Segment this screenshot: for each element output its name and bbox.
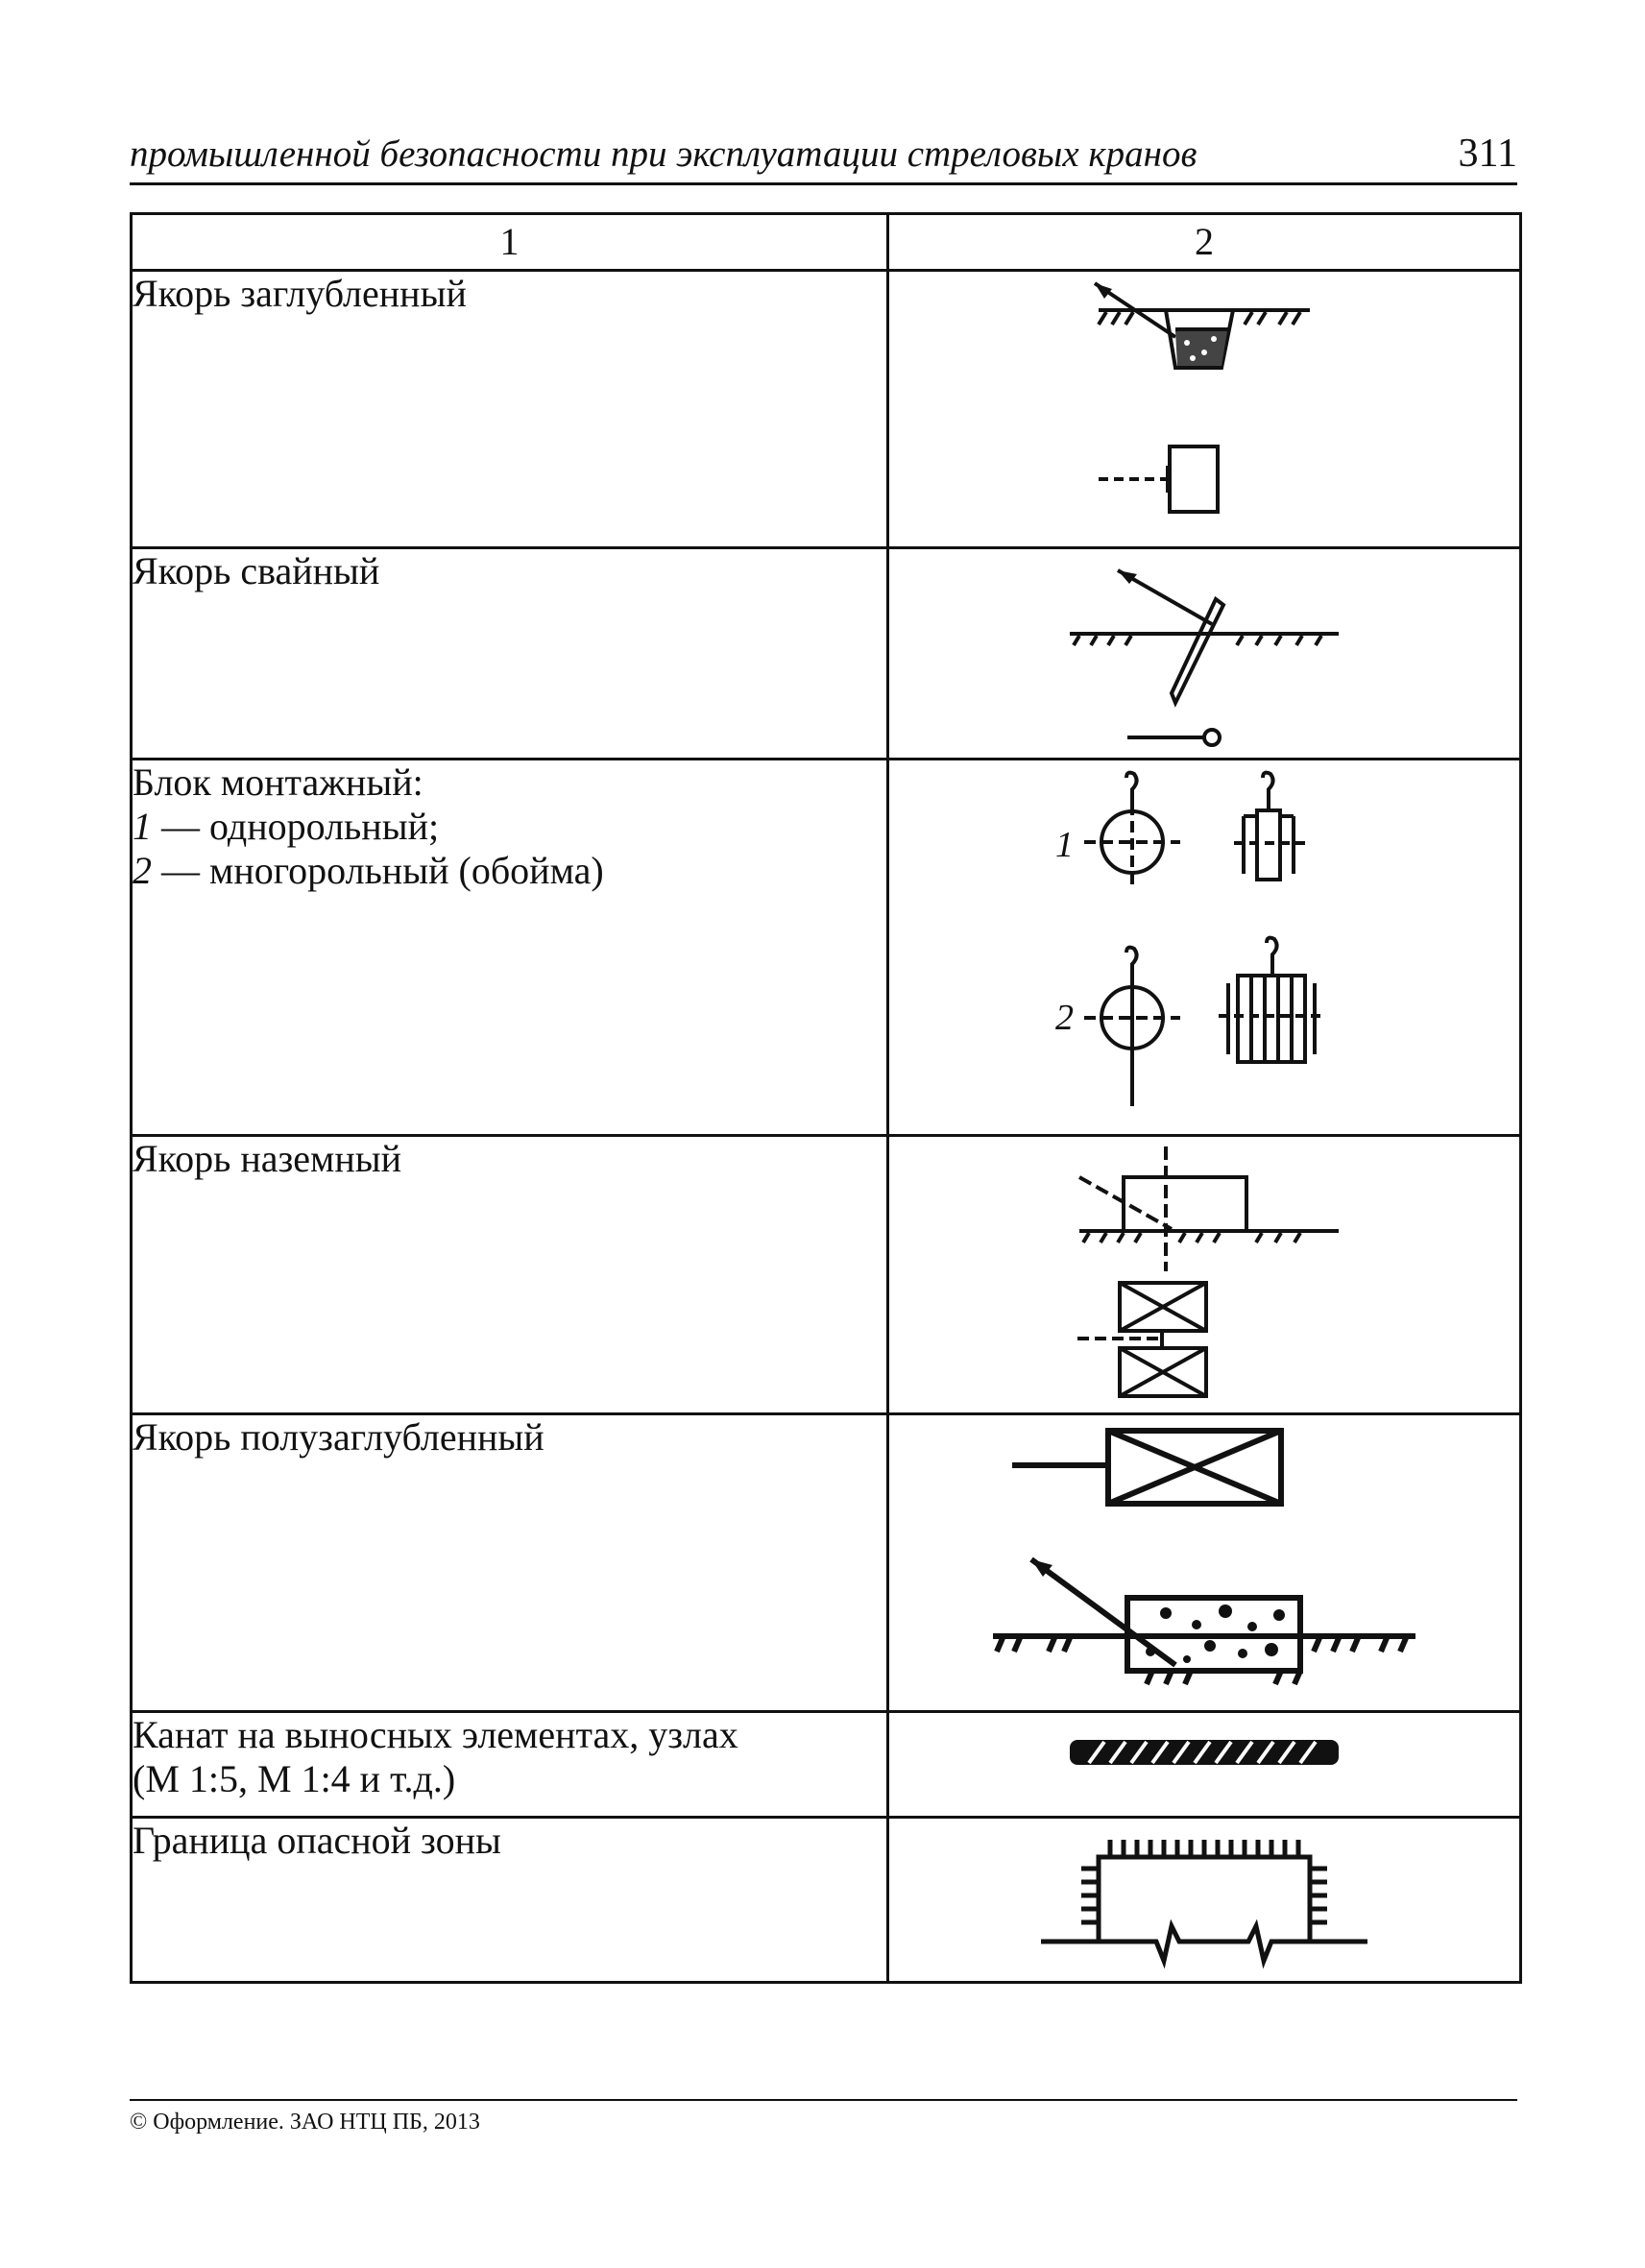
semi-recessed-anchor-symbol xyxy=(886,1412,1522,1713)
row-name: Якорь свайный xyxy=(130,546,889,760)
mounting-block-symbol: 1 2 xyxy=(886,758,1522,1137)
row-name: Блок монтажный: 1 — однорольный; 2 — мно… xyxy=(130,758,889,1137)
danger-zone-boundary-symbol xyxy=(886,1816,1522,1984)
footer-copyright: © Оформление. ЗАО НТЦ ПБ, 2013 xyxy=(130,2110,480,2135)
footer-rule xyxy=(130,2099,1517,2101)
row-name: Якорь заглубленный xyxy=(130,269,889,549)
rope-symbol xyxy=(886,1710,1522,1819)
recessed-anchor-symbol xyxy=(886,269,1522,549)
table-row: Граница опасной зоны xyxy=(130,1816,1522,1984)
page-number: 311 xyxy=(1458,132,1517,176)
table-row: Якорь полузаглубленный xyxy=(130,1412,1522,1713)
table-row: Якорь заглубленный xyxy=(130,269,1522,549)
symbols-table: 1 2 Якорь заглубленный xyxy=(130,212,1522,1984)
table-row: Канат на выносных элементах, узлах (М 1:… xyxy=(130,1710,1522,1819)
table-row: Якорь наземный xyxy=(130,1134,1522,1415)
svg-text:1: 1 xyxy=(1055,825,1074,865)
page-header: промышленной безопасности при эксплуатац… xyxy=(130,132,1517,181)
column-header-1: 1 xyxy=(130,212,889,272)
row-name: Канат на выносных элементах, узлах (М 1:… xyxy=(130,1710,889,1819)
ground-anchor-symbol xyxy=(886,1134,1522,1415)
header-title: промышленной безопасности при эксплуатац… xyxy=(130,133,1197,175)
table-row: Якорь свайный xyxy=(130,546,1522,760)
row-name: Граница опасной зоны xyxy=(130,1816,889,1984)
header-rule xyxy=(130,182,1517,185)
table-row: Блок монтажный: 1 — однорольный; 2 — мно… xyxy=(130,758,1522,1137)
pile-anchor-symbol xyxy=(886,546,1522,760)
svg-text:2: 2 xyxy=(1055,998,1074,1038)
row-name: Якорь наземный xyxy=(130,1134,889,1415)
column-header-2: 2 xyxy=(886,212,1522,272)
row-name: Якорь полузаглубленный xyxy=(130,1412,889,1713)
table-header-row: 1 2 xyxy=(130,212,1522,272)
